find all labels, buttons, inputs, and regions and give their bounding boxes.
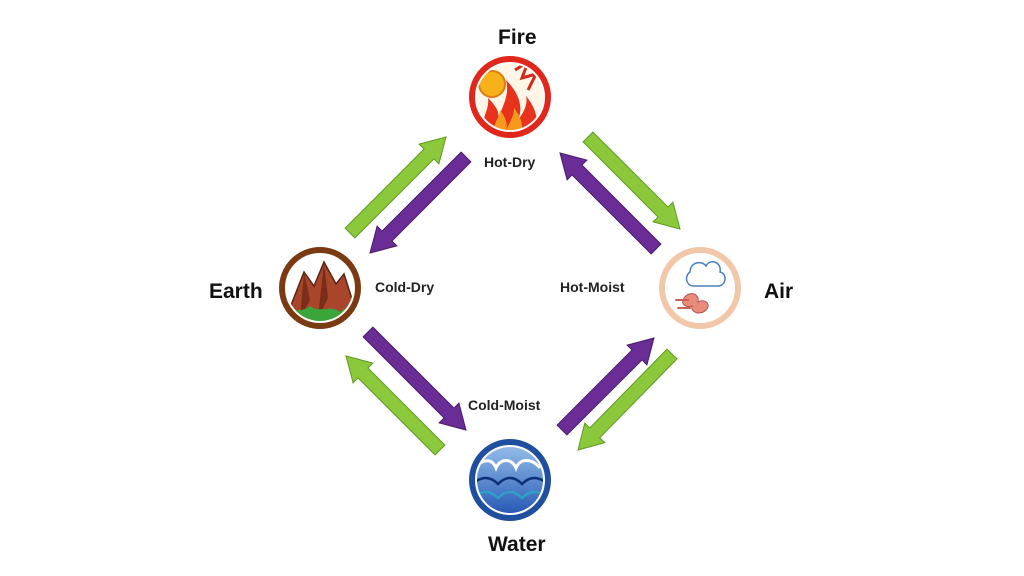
label-fire: Fire (498, 26, 537, 49)
air-ring (659, 247, 741, 329)
fire-node (469, 56, 551, 138)
arrow-fire-to-air (582, 131, 681, 230)
arrow-fire-to-earth (369, 151, 472, 254)
wind-icon (675, 261, 726, 314)
arrow-air-to-fire (559, 152, 662, 255)
arrow-air-to-water (577, 348, 678, 451)
wave-icon (477, 447, 543, 513)
water-node (469, 439, 551, 521)
quality-hot-dry: Hot-Dry (484, 154, 536, 170)
quality-hot-moist: Hot-Moist (560, 279, 625, 295)
quality-cold-moist: Cold-Moist (468, 397, 541, 413)
quality-cold-dry: Cold-Dry (375, 279, 435, 295)
label-air: Air (764, 280, 794, 303)
arrow-earth-to-water (362, 326, 467, 431)
arrow-earth-to-fire (344, 136, 447, 239)
air-node (659, 247, 741, 329)
label-water: Water (488, 533, 546, 556)
fire-icon (477, 64, 543, 130)
arrows-layer (344, 131, 681, 456)
arrow-water-to-earth (345, 355, 446, 456)
earth-node (279, 247, 361, 329)
arrow-water-to-air (556, 337, 655, 436)
mountain-icon (287, 255, 353, 321)
label-earth: Earth (209, 280, 263, 303)
